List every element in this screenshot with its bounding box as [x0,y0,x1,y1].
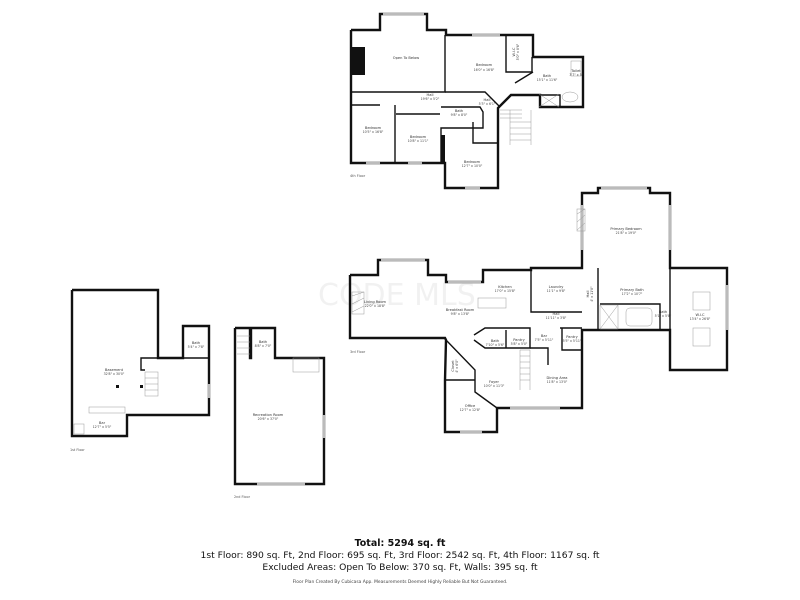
floor-label: 1st Floor [70,448,85,452]
room-label: Hall [553,312,560,316]
room-label: Primary Bath [620,288,643,292]
room-dims: 9'8" x 13'8" [451,312,470,316]
third-floor-plan: Living Room 22'0" x 18'8" Breakfast Room… [348,186,729,434]
room-dims: 12'7" x 10'0" [462,164,483,168]
room-dims: 5'3" x 6'1" [479,102,496,106]
room-label: Bedroom [464,160,481,164]
room-label: Bedroom [410,135,427,139]
room-label: Bath [659,310,667,314]
second-floor-plan: Bath 8'8" x 7'0" Recreation Room 20'6" x… [233,326,326,499]
room-dims: 4' x 11'8" [590,286,594,302]
floor-label: 3rd Floor [350,350,366,354]
room-label: Laundry [549,285,565,289]
room-dims: 8'8" x 7'0" [255,344,272,348]
room-label: Foyer [489,380,499,384]
room-dims: 22'0" x 18'8" [365,304,386,308]
credit-note: Floor Plan Created By Cubicasa App. Meas… [292,580,508,585]
room-dims: 17'2" x 10'7" [622,292,643,296]
room-dims: 13'4" x 26'8" [690,317,711,321]
room-dims: 5'4" x 7'8" [188,345,205,349]
room-dims: 20'6" x 37'0" [258,417,279,421]
room-label: Hall [586,291,590,298]
room-label: Bath [491,339,499,343]
room-dims: 5'5" x 5'11" [563,339,582,343]
first-floor-plan: Basement 32'8" x 30'0" Bath 5'4" x 7'8" … [70,288,211,452]
room-dims: 3'7" x 5' [569,73,582,77]
room-dims: 10'5" x 16'8" [363,130,384,134]
room-label: Bath [543,74,551,78]
room-label: Closet [451,360,455,372]
room-label: Bar [99,421,106,425]
room-dims: 7'5" x 5'11" [535,338,554,342]
room-label: Basement [105,368,124,372]
room-dims: 32'8" x 30'0" [104,372,125,376]
room-dims: 19'6" x 5'2" [421,97,440,101]
room-label: Primary Bedroom [610,227,642,231]
room-dims: 10'8" x 11'1" [408,139,429,143]
room-label: Kitchen [498,285,512,289]
room-label: W.I.C [512,47,516,56]
room-dims: 10'0" x 11'3" [484,384,505,388]
room-label: Pantry [513,338,525,342]
room-label: Living Room [364,300,387,304]
room-dims: 9'8" x 8'0" [451,113,468,117]
room-dims: 7'10" x 5'6" [486,343,505,347]
room-label: Office [465,404,476,408]
room-dims: 11'1" x 9'8" [547,289,566,293]
room-dims: 12'7" x 5'5" [93,425,112,429]
room-label: Open To Below [393,56,420,60]
room-dims: 4' x 6'0" [455,359,459,373]
room-dims: 11'11" x 3'8" [546,316,567,320]
room-label: Bar [541,334,548,338]
room-dims: 12'7" x 12'8" [460,408,481,412]
room-dims: 11'8" x 13'0" [547,380,568,384]
room-dims: 17'0" x 15'8" [495,289,516,293]
room-label: Bath [455,109,463,113]
room-label: Breakfast Room [446,308,475,312]
room-label: Bath [192,341,200,345]
room-label: Hall [484,98,491,102]
room-dims: 21'8" x 19'0" [616,231,637,235]
room-label: Bedroom [365,126,382,130]
total-area: Total: 5294 sq. ft [354,538,446,549]
room-label: Pantry [566,335,578,339]
room-dims: 5'1" x 5'8" [655,314,672,318]
room-label: W.I.C [696,313,705,317]
room-label: Hall [427,93,434,97]
room-label: Bath [259,340,267,344]
room-dims: 16'0" x 16'8" [474,68,495,72]
room-dims: 5'8" x 5'0" [511,342,528,346]
room-dims: 5'0" x 8'6" [516,43,520,60]
room-label: Recreation Room [253,413,284,417]
room-label: Toilet [570,69,581,73]
floor-label: 2nd Floor [234,495,251,499]
floor-label: 4th Floor [350,174,366,178]
room-label: Bedroom [476,63,493,67]
fourth-floor-plan: Open To Below Bedroom 16'0" x 16'8" W.I.… [349,12,585,190]
room-label: Dining Area [546,376,567,380]
excluded-areas: Excluded Areas: Open To Below: 370 sq. F… [262,562,538,573]
floor-areas: 1st Floor: 890 sq. Ft, 2nd Floor: 695 sq… [200,550,600,561]
room-dims: 15'1" x 11'6" [537,78,558,82]
watermark: CODE MLS [318,278,476,313]
